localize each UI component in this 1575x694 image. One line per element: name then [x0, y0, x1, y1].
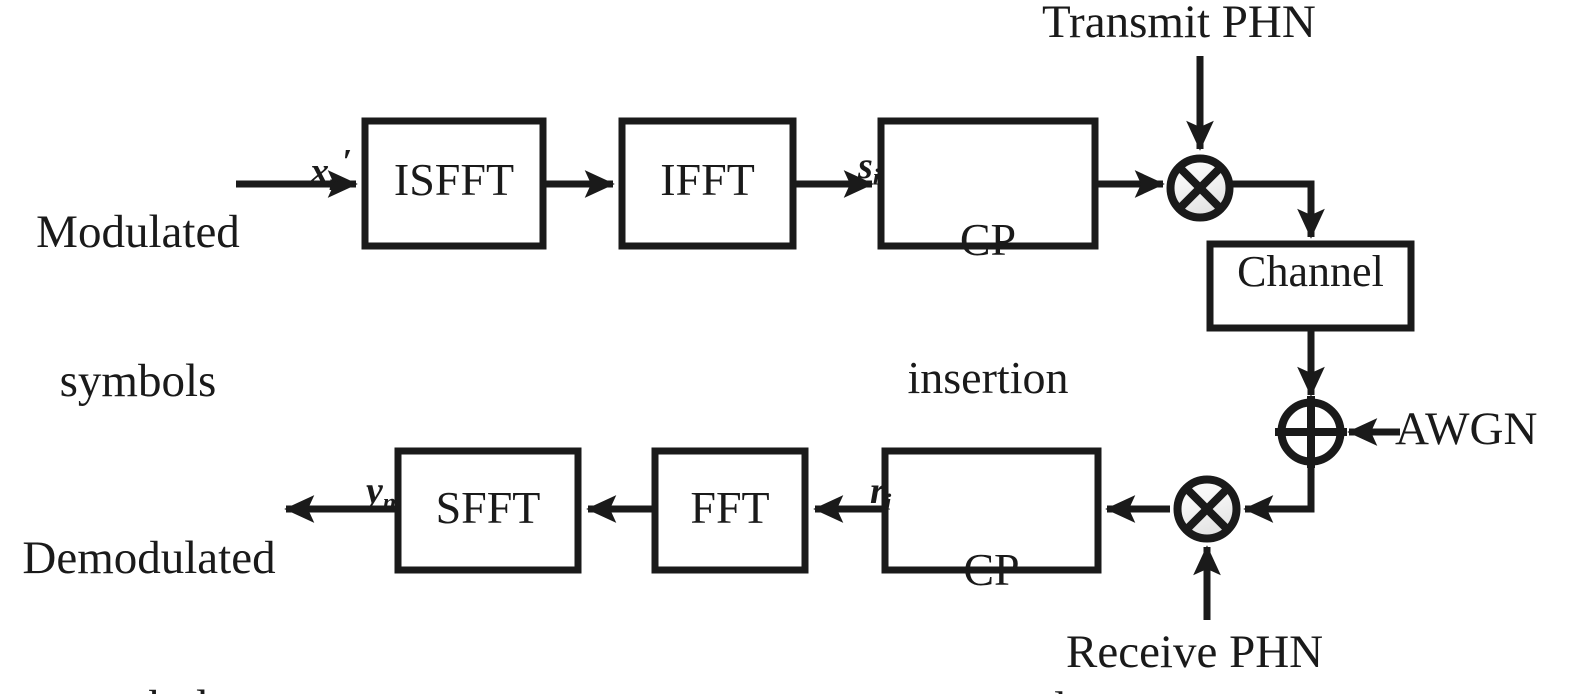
block-cp-insertion	[877, 117, 1099, 250]
signal-label-y-sub: n	[382, 489, 396, 516]
signal-label-s-sub: i	[872, 164, 880, 191]
operator-awgn-adder	[1275, 396, 1347, 468]
block-sfft	[394, 447, 582, 574]
input-label: Modulated symbols	[8, 108, 268, 507]
block-label-isfft: ISFFT	[393, 154, 515, 205]
transmit-phn-label: Transmit PHN	[1042, 0, 1316, 48]
signal-label-x-sub: n	[329, 170, 343, 197]
block-label-sfft: SFFT	[435, 482, 541, 533]
block-label-cp-insertion-line1: CP	[959, 214, 1017, 265]
awgn-label: AWGN	[1395, 403, 1538, 455]
block-isfft	[361, 117, 547, 250]
signal-label-r-sub: i	[884, 489, 892, 516]
signal-label-y-base: y	[366, 470, 383, 512]
receive-phn-label: Receive PHN	[1066, 626, 1324, 678]
block-ifft	[618, 117, 797, 250]
output-label-line2: symbols	[0, 682, 304, 694]
signal-label-x-prime-mark: ′	[342, 142, 352, 181]
block-label-cp-insertion-line2: insertion	[907, 352, 1069, 403]
operator-rx-mixer	[1173, 475, 1241, 543]
signal-label-x-base: x	[310, 150, 329, 193]
block-label-channel: Channel	[1237, 247, 1384, 296]
signal-label-s-base: s	[858, 145, 873, 187]
input-label-line1: Modulated	[36, 205, 240, 258]
wire-txmixer-to-channel	[1230, 180, 1325, 239]
output-label: Demodulated symbols	[0, 434, 304, 694]
operator-tx-mixer	[1166, 154, 1234, 222]
block-channel	[1206, 240, 1415, 332]
signal-label-r-i: ri	[832, 425, 891, 561]
input-label-line2: symbols	[59, 355, 217, 408]
block-label-cp-removal: CP removal	[885, 455, 1098, 694]
signal-label-r-base: r	[870, 470, 885, 512]
block-cp-removal	[881, 447, 1102, 574]
signal-label-y-n: yn	[328, 425, 396, 561]
signal-label-s-i: si	[820, 100, 879, 236]
block-label-ifft: IFFT	[660, 154, 755, 205]
block-label-cp-removal-line1: CP	[963, 544, 1020, 595]
output-label-line1: Demodulated	[22, 531, 276, 584]
block-label-cp-removal-line2: removal	[885, 685, 1098, 694]
block-fft	[651, 447, 809, 574]
block-label-cp-insertion: CP insertion	[881, 125, 1095, 493]
signal-label-x-prime: xn′	[272, 98, 352, 241]
wire-adder-to-rxmixer	[1243, 461, 1315, 523]
block-label-fft: FFT	[690, 482, 770, 533]
